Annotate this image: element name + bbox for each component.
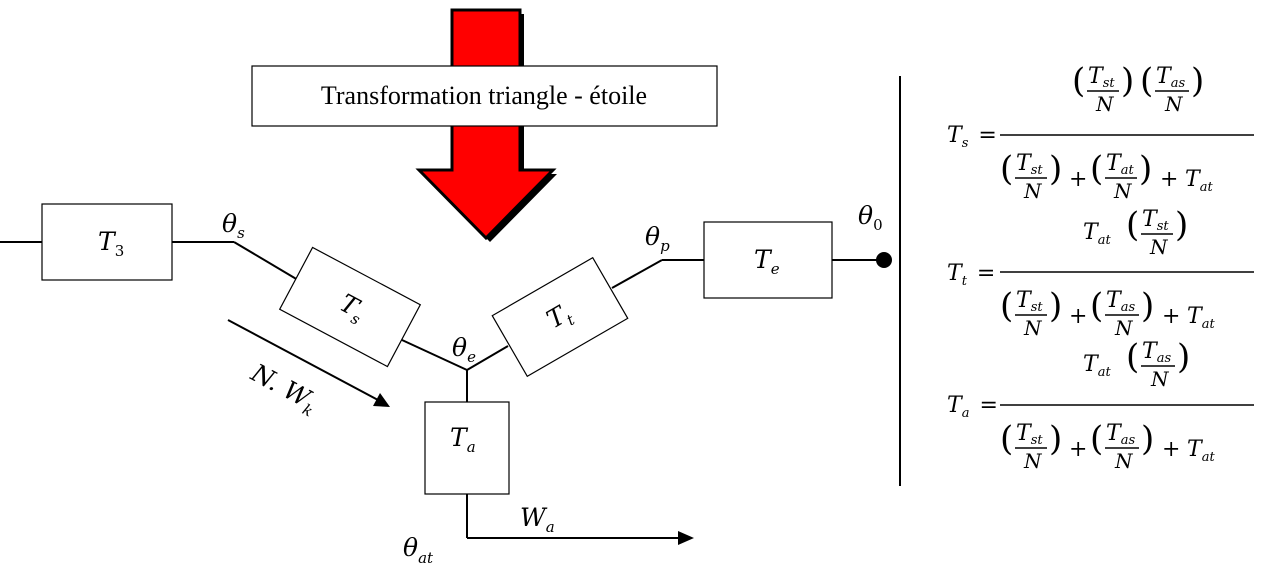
wire-ts-to-node: [401, 339, 468, 371]
wires: [0, 76, 901, 539]
label-wa: Wa: [520, 503, 555, 536]
svg-text:Tas: Tas: [1142, 339, 1171, 366]
svg-text:Tst: Tst: [1142, 207, 1169, 234]
svg-text:N: N: [1023, 316, 1043, 340]
box-t3: [41, 203, 173, 281]
svg-text:Tat: Tat: [1187, 437, 1215, 465]
svg-text:): ): [1121, 61, 1134, 101]
svg-text:+: +: [1069, 437, 1087, 462]
svg-text:): ): [1191, 61, 1204, 101]
svg-text:N: N: [1023, 179, 1043, 203]
svg-text:Tst: Tst: [1016, 421, 1043, 448]
svg-text:): ): [1049, 419, 1062, 459]
nwk-arrowhead: [373, 393, 390, 407]
svg-text:N: N: [1164, 92, 1184, 116]
svg-text:(: (: [1000, 419, 1013, 459]
svg-text:N: N: [1149, 235, 1169, 259]
svg-text:(: (: [1072, 61, 1085, 101]
svg-text:Tst: Tst: [1016, 288, 1043, 315]
svg-text:): ): [1141, 286, 1154, 326]
box-tt: [491, 256, 629, 378]
equation-tt: Tt= Tat ( Tst N ) ( Tst N ) + ( Tas N ) …: [947, 205, 1254, 340]
svg-text:Tst: Tst: [1016, 151, 1043, 178]
label-theta-at: θat: [403, 533, 434, 567]
svg-text:(: (: [1126, 205, 1139, 245]
label-theta-0: θ0: [858, 201, 883, 234]
svg-text:Tat: Tat: [1185, 167, 1213, 195]
svg-text:+: +: [1162, 437, 1180, 462]
box-ta: [424, 401, 510, 495]
svg-text:): ): [1175, 205, 1188, 245]
box-te-label: Te: [754, 245, 780, 278]
svg-text:Ta=: Ta=: [947, 393, 998, 421]
svg-text:N: N: [1114, 449, 1134, 473]
label-theta-s: θs: [222, 209, 245, 242]
svg-text:+: +: [1162, 304, 1180, 329]
svg-text:+: +: [1160, 167, 1178, 192]
label-theta-p: θp: [645, 222, 670, 255]
svg-text:Tat: Tat: [1083, 352, 1111, 380]
svg-text:+: +: [1069, 167, 1087, 192]
svg-text:Tat: Tat: [1083, 220, 1111, 248]
svg-text:(: (: [1090, 419, 1103, 459]
banner-text: Transformation triangle - étoile: [321, 81, 647, 110]
svg-text:(: (: [1090, 149, 1103, 189]
svg-text:(: (: [1000, 286, 1013, 326]
svg-text:N: N: [1150, 367, 1170, 391]
transformation-banner: Transformation triangle - étoile: [251, 65, 718, 127]
equation-ts: Ts= ( Tst N ) ( Tas N ) ( Tst N ) + ( Ta…: [947, 61, 1254, 203]
svg-text:(: (: [1000, 149, 1013, 189]
svg-text:): ): [1049, 149, 1062, 189]
wa-arrowhead: [678, 531, 694, 545]
svg-text:): ): [1141, 419, 1154, 459]
svg-text:N: N: [1023, 449, 1043, 473]
svg-text:(: (: [1126, 337, 1139, 377]
svg-text:Ts=: Ts=: [947, 123, 997, 151]
svg-text:N: N: [1114, 316, 1134, 340]
box-t3-label: T3: [98, 227, 124, 260]
svg-text:(: (: [1090, 286, 1103, 326]
svg-text:Tas: Tas: [1106, 288, 1135, 315]
svg-text:+: +: [1069, 304, 1087, 329]
svg-text:(: (: [1140, 61, 1153, 101]
nwk-arrow-line: [227, 319, 379, 401]
svg-text:N: N: [1113, 179, 1133, 203]
label-nwk: N. Wk: [244, 358, 323, 421]
box-ts: [278, 246, 422, 368]
wire-to-ts: [233, 241, 299, 281]
box-ta-label: Ta: [450, 423, 476, 456]
svg-text:Tat: Tat: [1106, 151, 1134, 178]
wire-node-to-tt: [466, 345, 509, 371]
equation-ta: Ta= Tat ( Tas N ) ( Tst N ) + ( Tas N ) …: [947, 337, 1254, 473]
box-te: [703, 221, 833, 299]
svg-text:Tas: Tas: [1156, 64, 1185, 91]
label-theta-e: θe: [452, 333, 476, 366]
wire-tt-out: [611, 259, 663, 289]
svg-text:Tt=: Tt=: [947, 261, 995, 289]
svg-text:Tas: Tas: [1106, 421, 1135, 448]
terminal-dot: [876, 252, 892, 268]
svg-text:): ): [1177, 337, 1190, 377]
svg-text:N: N: [1095, 92, 1115, 116]
svg-text:Tat: Tat: [1187, 304, 1215, 332]
svg-text:): ): [1049, 286, 1062, 326]
svg-text:): ): [1139, 149, 1152, 189]
svg-text:Tst: Tst: [1088, 64, 1115, 91]
